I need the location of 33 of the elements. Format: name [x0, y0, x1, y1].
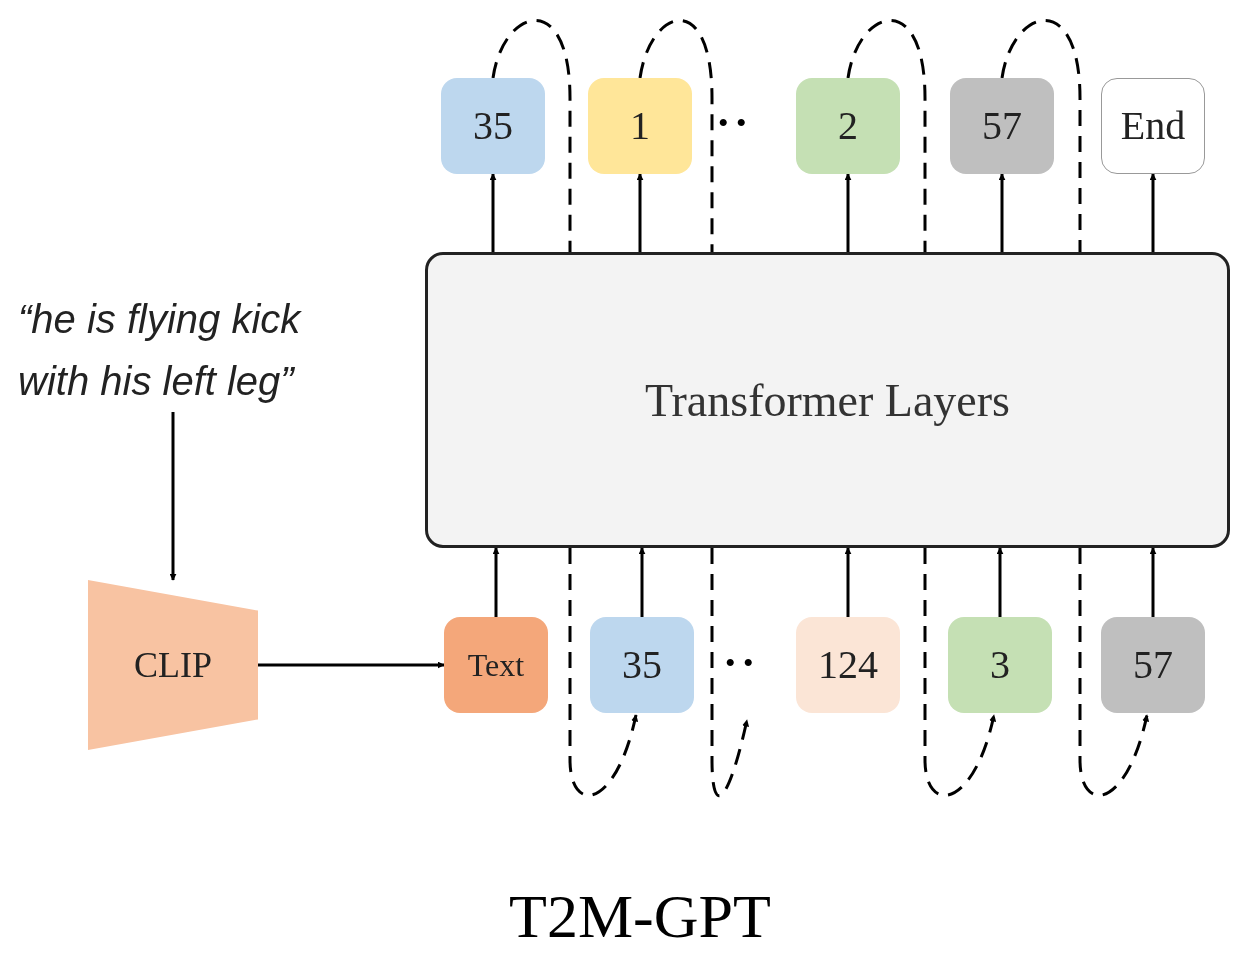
dashed-loop-arrow — [568, 548, 638, 797]
token-box: 1 — [588, 78, 692, 174]
arrow — [996, 547, 1004, 617]
arrow — [844, 173, 852, 252]
arrow — [638, 547, 646, 617]
caption: T2M-GPT — [508, 885, 772, 947]
prompt-text: “he is flying kick with his left leg” — [10, 288, 390, 412]
dashed-loop-arrow — [1078, 548, 1149, 797]
ellipsis: • • — [725, 645, 754, 681]
token-box: End — [1101, 78, 1205, 174]
token-box: 57 — [1101, 617, 1205, 713]
dashed-loop-arrow — [638, 19, 749, 798]
encoder-label: CLIP — [134, 644, 212, 687]
arrow — [1149, 173, 1157, 252]
encoder-trapezoid — [88, 580, 258, 750]
token-box: 35 — [441, 78, 545, 174]
token-box: 3 — [948, 617, 1052, 713]
arrow — [492, 547, 500, 617]
token-box: 57 — [950, 78, 1054, 174]
arrow — [258, 661, 445, 669]
arrow — [1149, 547, 1157, 617]
token-box: 35 — [590, 617, 694, 713]
arrow — [998, 173, 1006, 252]
token-box: Text — [444, 617, 548, 713]
arrow — [169, 412, 177, 581]
arrow — [636, 173, 644, 252]
arrow — [844, 547, 852, 617]
dashed-loop-arrow — [923, 548, 996, 797]
token-box: 2 — [796, 78, 900, 174]
token-box: 124 — [796, 617, 900, 713]
transformer-box: Transformer Layers — [425, 252, 1230, 548]
arrow — [489, 173, 497, 252]
ellipsis: • • — [718, 105, 747, 141]
